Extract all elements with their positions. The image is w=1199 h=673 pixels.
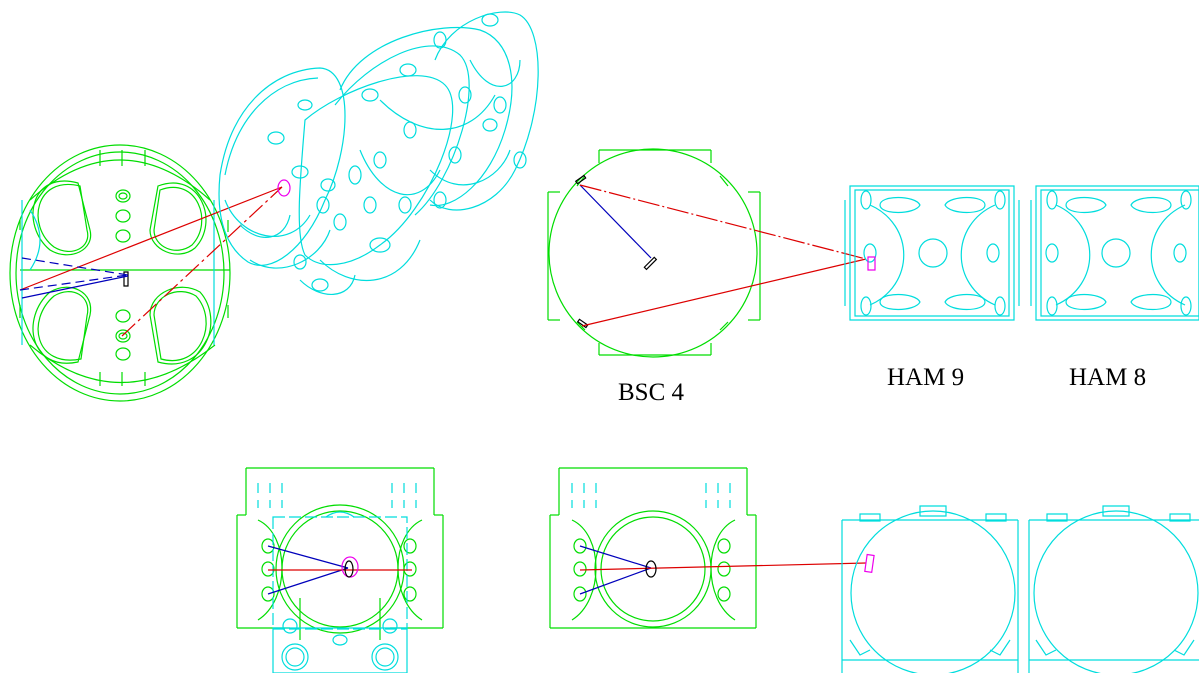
bsc-3d-tick-marks (20, 150, 228, 386)
ham8-side-view (1029, 506, 1199, 673)
bsc-3d-beams (20, 187, 282, 336)
bsc4-beams (580, 185, 866, 326)
ham-3d-viewports (268, 14, 526, 291)
bsc4-chamber-plan (548, 149, 760, 357)
ham-3d-chambers (219, 12, 538, 294)
bsc-3d-viewports (116, 190, 130, 360)
ham9-chamber-plan (845, 186, 1019, 320)
ham-3d-optic (278, 180, 290, 196)
ham9-optic (868, 257, 875, 270)
bsc-3d-petal-ports (33, 181, 211, 364)
bsc-3d-chamber (10, 145, 230, 401)
bsc4-label: BSC 4 (618, 379, 685, 406)
ham9-side-optic (865, 555, 874, 573)
ham9-side-view (842, 506, 1018, 673)
ham8-label: HAM 8 (1069, 364, 1147, 391)
bsc-side-view-a-cyan (258, 483, 416, 673)
bsc-side-view-a-beams (268, 546, 412, 594)
bsc-side-view-a-ticks (258, 483, 416, 508)
bsc-3d-optic (124, 272, 128, 286)
bsc-3d-inner-cyan (22, 200, 214, 345)
bsc-side-view-b-optic (646, 561, 656, 577)
bsc-side-view-b-beams (580, 546, 866, 594)
bsc-side-view-a-optics (342, 557, 358, 577)
bsc-side-view-b-ticks (572, 483, 730, 508)
ham9-label: HAM 9 (887, 364, 965, 391)
bsc-side-view-a (237, 468, 443, 640)
ham8-chamber-plan (1031, 186, 1199, 320)
bsc4-mirrors (576, 175, 657, 327)
bsc-side-view-b (550, 468, 756, 628)
